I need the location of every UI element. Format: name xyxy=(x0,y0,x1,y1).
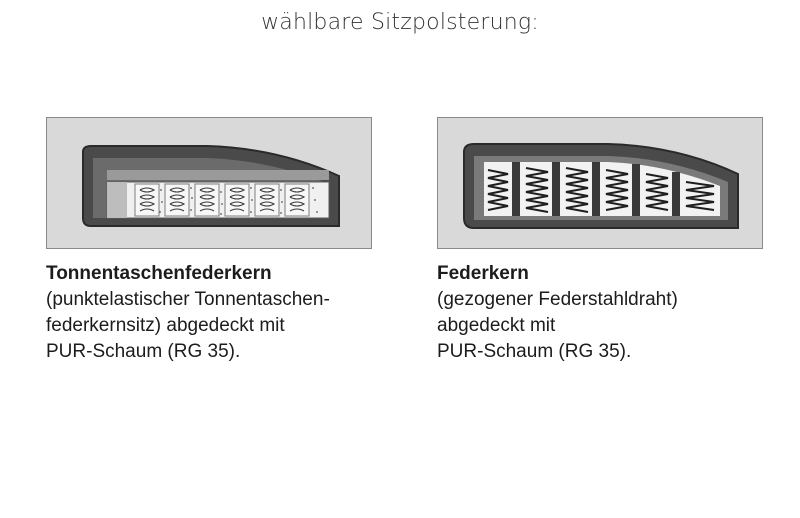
bonnell-spring-desc-line-1: (gezogener Federstahldraht) xyxy=(437,289,678,310)
bonnell-spring-cushion-image xyxy=(437,117,763,249)
pocket-spring-cushion-image xyxy=(46,117,372,249)
pocket-spring-desc-line-3: PUR-Schaum (RG 35). xyxy=(46,341,241,362)
option-pocket-spring: Tonnentaschenfederkern (punktelastischer… xyxy=(46,117,376,365)
pocket-spring-cushion-icon xyxy=(82,145,340,227)
option-bonnell-spring: Federkern (gezogener Federstahldraht) ab… xyxy=(437,117,767,365)
bonnell-spring-title: Federkern xyxy=(437,263,529,284)
page-heading: wählbare Sitzpolsterung: xyxy=(261,10,539,35)
bonnell-spring-caption: Federkern (gezogener Federstahldraht) ab… xyxy=(437,261,767,365)
pocket-spring-desc-line-2: federkernsitz) abgedeckt mit xyxy=(46,315,285,336)
pocket-spring-title: Tonnentaschenfederkern xyxy=(46,263,272,284)
pocket-spring-desc-line-1: (punktelastischer Tonnentaschen- xyxy=(46,289,330,310)
pocket-spring-caption: Tonnentaschenfederkern (punktelastischer… xyxy=(46,261,376,365)
bonnell-spring-desc-line-3: PUR-Schaum (RG 35). xyxy=(437,341,632,362)
bonnell-spring-desc-line-2: abgedeckt mit xyxy=(437,315,556,336)
bonnell-spring-cushion-icon xyxy=(463,143,739,229)
